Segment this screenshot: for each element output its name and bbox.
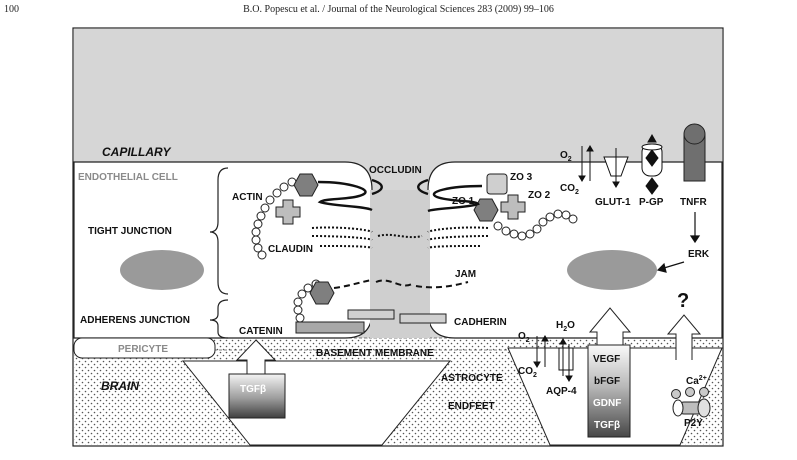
pgp-transporter [641,133,663,195]
calcium-ions [671,387,709,399]
aqp4-label: AQP-4 [546,386,577,397]
pericyte [73,337,216,359]
jam-label: JAM [455,269,476,280]
tnfr-receptor [683,123,706,182]
erk-label: ERK [688,249,710,260]
zo3-square [486,173,508,195]
p2y-receptor [672,398,711,418]
actin-filament-left [251,177,321,323]
occludin-label: OCCLUDIN [369,165,422,176]
cadherin-label: CADHERIN [454,317,507,328]
endfeet-label: ENDFEET [448,401,495,412]
zo2-label: ZO 2 [528,190,551,201]
bfgf-label: bFGF [594,376,620,387]
nucleus-right [567,250,657,290]
o2-top-label: O2 [560,150,572,163]
endothelial-cell-left [73,161,373,339]
glut1-label: GLUT-1 [595,197,631,208]
catenin-bar [295,321,365,334]
capillary-label: CAPILLARY [102,145,171,159]
p2y-label: P2Y [684,418,703,429]
occludin-strands [317,178,483,213]
claudin-strands [311,226,489,249]
zo1-label: ZO 1 [452,196,475,207]
co2-top-label: CO2 [560,183,579,196]
page-number: 100 [4,4,19,15]
question-mark: ? [677,290,689,312]
tgfb-right-label: TGFβ [594,420,620,431]
catenin-label: CATENIN [239,326,283,337]
growth-factor-column [587,344,631,438]
h2o-label: H2O [556,320,575,333]
gdnf-label: GDNF [593,398,621,409]
zo3-label: ZO 3 [510,172,533,183]
pgp-label: P-GP [639,197,664,208]
ca-label: Ca2+ [686,375,707,387]
o2-bottom-label: O2 [518,331,530,344]
co2-bottom-label: CO2 [518,366,537,379]
brain-label: BRAIN [101,379,139,393]
zo1-hexagon [473,198,499,222]
tnfr-erk-arrow [689,212,701,244]
tight-junction-label: TIGHT JUNCTION [88,226,172,237]
aqp4-channel [558,338,574,382]
o2-co2-arrows-bottom [533,335,549,368]
claudin-label: CLAUDIN [268,244,313,255]
unknown-factor-arrow [666,314,702,346]
basement-membrane-label: BASEMENT MEMBRANE [316,348,434,359]
journal-citation: B.O. Popescu et al. / Journal of the Neu… [243,4,554,15]
vegf-label: VEGF [593,354,620,365]
tight-junction-brace [209,167,229,295]
actin-hexagon-bottom [309,281,335,305]
tgfb-up-arrow [235,339,277,375]
tgfb-left-box [228,373,286,419]
o2-co2-arrows-top [578,145,594,182]
basement-membrane [74,338,722,350]
cadherin-bar-right [399,313,447,324]
cadherin-bar-left [347,309,395,320]
actin-filament-right [493,209,578,241]
growth-factor-up-arrow [588,307,632,346]
actin-label: ACTIN [232,192,263,203]
pericyte-label: PERICYTE [118,344,168,355]
tgfb-left-label: TGFβ [240,384,266,395]
zo2-cross [500,194,526,220]
erk-nucleus-arrow [656,261,685,273]
nucleus-left [120,250,204,290]
page-header: 100 B.O. Popescu et al. / Journal of the… [0,4,797,18]
adherens-junction-label: ADHERENS JUNCTION [80,315,190,326]
adherens-junction-brace [209,299,229,339]
glut1-transporter [603,148,629,188]
zo-cross-left [275,199,301,225]
astrocyte-label: ASTROCYTE [441,373,503,384]
actin-hexagon-top [293,173,319,197]
jam-strands [333,279,469,289]
tnfr-label: TNFR [680,197,707,208]
endothelial-cell-label: ENDOTHELIAL CELL [78,172,178,183]
